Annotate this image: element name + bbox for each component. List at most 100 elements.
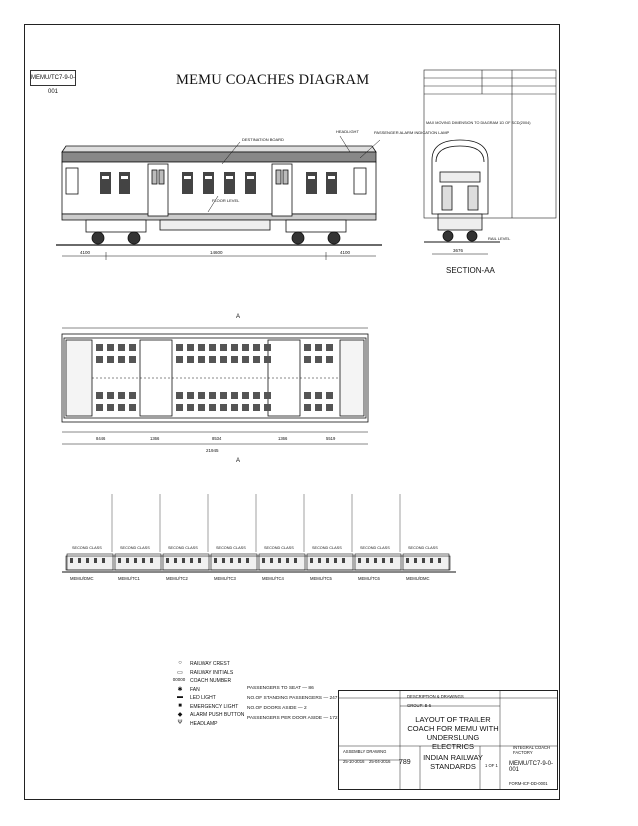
- seat: [220, 404, 227, 411]
- seat: [187, 392, 194, 399]
- coach-window: [270, 558, 273, 563]
- seat: [304, 344, 311, 351]
- coach-window: [366, 558, 369, 563]
- seat: [326, 356, 333, 363]
- headlamp-icon: Ψ: [177, 719, 183, 726]
- title-block-assembly: ASSEMBLY DRAWING: [343, 749, 387, 754]
- section-marker-top: A: [236, 314, 240, 320]
- coach-window: [190, 558, 193, 563]
- coach-window: [382, 558, 385, 563]
- coach-body: [258, 553, 306, 571]
- seat: [176, 392, 183, 399]
- coach-class-label: SECOND CLASS: [216, 546, 246, 550]
- seat: [96, 392, 103, 399]
- coach-window: [406, 558, 409, 563]
- seat: [129, 392, 136, 399]
- coach-window: [198, 558, 201, 563]
- title-block-date-2: 25-04-2016: [369, 759, 391, 764]
- seat: [220, 344, 227, 351]
- seat: [118, 392, 125, 399]
- seat: [326, 392, 333, 399]
- coach-window: [414, 558, 417, 563]
- seat: [129, 404, 136, 411]
- seat: [242, 404, 249, 411]
- plan-seats: [96, 344, 333, 411]
- seat: [315, 392, 322, 399]
- legend-label: FAN: [190, 686, 200, 693]
- train-coach: SECOND CLASS MEMU/TC1: [114, 494, 162, 581]
- dim-plan-4: 1366: [278, 436, 288, 441]
- seat: [118, 344, 125, 351]
- dim-plan-3: 8534: [212, 436, 222, 441]
- seat: [326, 404, 333, 411]
- label-headlight: HEADLIGHT: [336, 129, 359, 134]
- coach-window: [318, 558, 321, 563]
- seat: [209, 356, 216, 363]
- title-block-data-page: 789: [399, 759, 411, 766]
- legend-label: LED LIGHT: [190, 695, 216, 701]
- seat: [187, 404, 194, 411]
- legend-label: RAILWAY CREST: [190, 661, 230, 667]
- legend-label: RAILWAY INITIALS: [190, 669, 234, 676]
- seat: [220, 356, 227, 363]
- coach-label: MEMU/TC6: [358, 576, 381, 581]
- seat: [315, 344, 322, 351]
- seat: [187, 356, 194, 363]
- section-aa-label: SECTION-AA: [446, 266, 495, 275]
- label-passenger-alarm: PASSENGER ALARM INDICATION LAMP: [374, 130, 450, 135]
- seat: [242, 392, 249, 399]
- page-title: MEMU COACHES DIAGRAM: [176, 72, 370, 88]
- seat: [231, 344, 238, 351]
- label-rail-level: RAIL LEVEL: [488, 236, 511, 241]
- seat: [198, 392, 205, 399]
- seat: [231, 404, 238, 411]
- coach-label: MEMU/TC1: [118, 576, 141, 581]
- section-marker-bottom: A: [236, 458, 240, 464]
- seat: [253, 392, 260, 399]
- coach-window: [286, 558, 289, 563]
- dim-section-width: 3676: [453, 248, 464, 253]
- capacity-stat: NO.OF STANDING PASSENGERS — 247: [247, 696, 338, 701]
- capacity-stat: PASSENGERS PER DOOR ASIDE — 172: [247, 716, 338, 721]
- seat: [198, 404, 205, 411]
- seat: [264, 392, 271, 399]
- seat: [242, 344, 249, 351]
- title-block: DESCRIPTION & DRAWINGS GROUP: B-5 LAYOUT…: [338, 690, 558, 790]
- coach-window: [294, 558, 297, 563]
- capacity-stat: NO.OF DOORS ASIDE — 2: [247, 706, 307, 711]
- title-block-sheet: 1 OF 1: [485, 763, 498, 768]
- coach-body: [402, 553, 450, 571]
- coach-body: [354, 553, 402, 571]
- coach-class-label: SECOND CLASS: [120, 546, 150, 550]
- title-block-footer: FORM-ICF-DD-0001: [509, 781, 548, 786]
- seat: [198, 344, 205, 351]
- seat: [118, 404, 125, 411]
- coach-window: [430, 558, 433, 563]
- coach-window: [142, 558, 145, 563]
- seat: [176, 356, 183, 363]
- seat: [264, 344, 271, 351]
- seat: [253, 356, 260, 363]
- coach-window: [342, 558, 345, 563]
- coach-window: [150, 558, 153, 563]
- capacity-stat: PASSENGERS TO SEAT — 86: [247, 686, 314, 691]
- seat: [253, 404, 260, 411]
- coach-window: [278, 558, 281, 563]
- seat: [129, 344, 136, 351]
- dim-plan-2: 1366: [150, 436, 160, 441]
- coach-window: [166, 558, 169, 563]
- coach-window: [134, 558, 137, 563]
- coach-window: [358, 558, 361, 563]
- coach-label: MEMU/DMC: [70, 576, 94, 581]
- coach-window: [126, 558, 129, 563]
- dim-plan-overall: 21945: [206, 448, 219, 453]
- seat: [326, 344, 333, 351]
- coach-window: [262, 558, 265, 563]
- dim-plan-5: 5519: [326, 436, 336, 441]
- seat: [315, 356, 322, 363]
- coach-window: [214, 558, 217, 563]
- seat: [242, 356, 249, 363]
